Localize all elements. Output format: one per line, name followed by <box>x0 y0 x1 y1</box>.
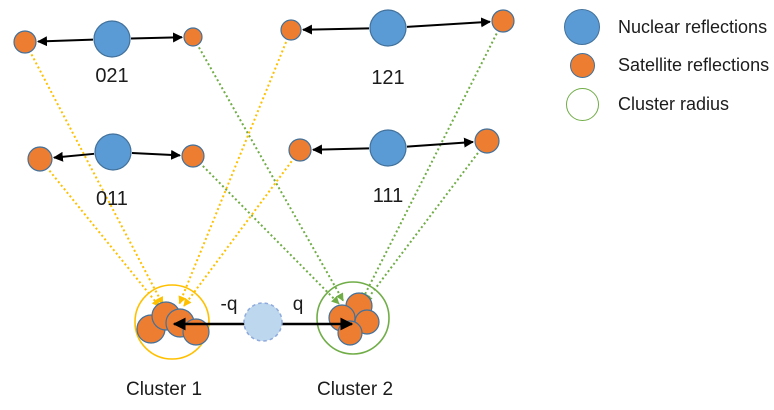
nuclear-reflection-111 <box>369 129 407 167</box>
satellite-reflection-021-right <box>183 27 203 47</box>
nuclear-reflection-021 <box>93 20 131 58</box>
link-121-to-cluster1 <box>178 41 288 305</box>
cluster1-radius-ring <box>134 284 210 360</box>
link-121-to-cluster2 <box>361 33 498 301</box>
group-label-011: 011 <box>96 188 128 210</box>
q-label: q <box>292 294 304 315</box>
legend-label-satellite: Satellite reflections <box>618 55 770 75</box>
modulation-arrow-021 <box>36 36 94 47</box>
modulation-arrow-121 <box>406 17 492 28</box>
legend-item-satellite: Satellite reflections <box>556 53 769 78</box>
satellite-reflection-011-left <box>27 146 53 172</box>
group-label-021: 021 <box>95 65 129 87</box>
legend-item-nuclear: Nuclear reflections <box>556 9 767 45</box>
phantom-nuclear-position <box>243 302 283 342</box>
satellite-reflection-021-left <box>13 30 37 54</box>
modulation-arrow-111 <box>311 144 370 155</box>
legend-label-nuclear: Nuclear reflections <box>618 16 768 37</box>
cluster2-label: Cluster 2 <box>316 379 394 400</box>
satellite-reflection-121-right <box>491 9 515 33</box>
modulation-arrow-121 <box>301 24 370 35</box>
modulation-arrow-011 <box>52 151 95 162</box>
nuclear-reflection-icon <box>564 9 600 45</box>
link-011-to-cluster1 <box>48 170 161 308</box>
minus-q-label: -q <box>220 294 238 315</box>
satellite-reflection-icon <box>569 53 595 78</box>
modulation-arrow-111 <box>406 137 475 148</box>
satellite-reflection-111-right <box>474 128 500 154</box>
nuclear-reflection-011 <box>94 133 132 171</box>
legend-item-cluster: Cluster radius <box>556 88 729 121</box>
cluster1-satellite-reflection <box>182 318 210 346</box>
cluster-swatch-box <box>556 88 608 121</box>
satellite-swatch-box <box>556 53 608 78</box>
modulation-arrow-021 <box>130 32 184 43</box>
group-label-111: 111 <box>372 185 404 207</box>
group-label-121: 121 <box>371 67 405 89</box>
nuclear-swatch-box <box>556 9 608 45</box>
cluster-radius-icon <box>565 88 599 121</box>
satellite-reflection-011-right <box>181 144 205 168</box>
satellite-reflection-121-left <box>280 19 302 41</box>
modulation-arrow-011 <box>131 149 182 160</box>
link-021-to-cluster1 <box>30 53 164 306</box>
legend-label-cluster: Cluster radius <box>618 94 730 114</box>
link-011-to-cluster2 <box>202 165 340 305</box>
link-021-to-cluster2 <box>198 46 344 302</box>
cluster1-label: Cluster 1 <box>125 379 203 400</box>
nuclear-reflection-121 <box>369 9 407 47</box>
satellite-reflection-111-left <box>288 138 312 162</box>
link-111-to-cluster2 <box>364 152 479 303</box>
cluster2-radius-ring <box>316 281 390 355</box>
link-111-to-cluster1 <box>183 160 293 307</box>
